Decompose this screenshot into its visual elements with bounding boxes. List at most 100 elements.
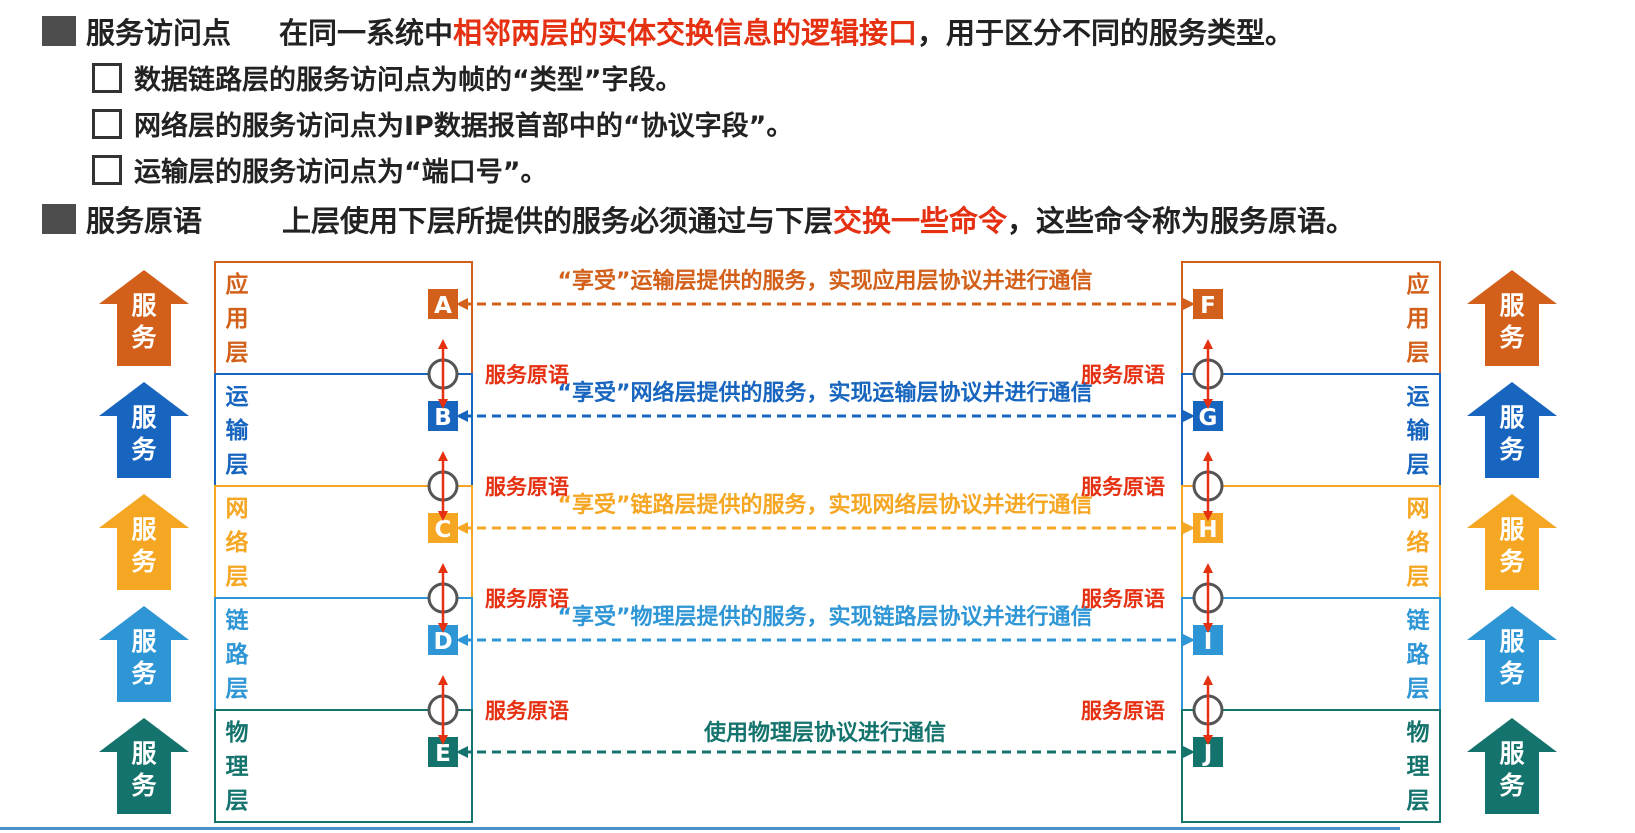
left-layer-name-char: 层 [226,564,249,590]
primitive-label-right: 服务原语 [1081,587,1165,611]
service-arrow-label: 务 [131,547,156,576]
primitive-label-right: 服务原语 [1081,363,1165,387]
sub-item-text: 网络层的服务访问点为IP数据报首部中的“协议字段”。 [134,111,794,142]
left-layer-name-char: 路 [226,641,250,668]
service-arrow-label: 服 [1499,515,1525,544]
primitive-desc-highlight: 交换一些命令 [833,204,1008,238]
left-layer-name-char: 层 [226,452,249,478]
service-arrow-right-icon [1467,718,1557,814]
service-arrow-right-icon [1467,382,1557,478]
right-layer-name-char: 运 [1407,384,1430,410]
right-layer-box [1181,261,1441,375]
service-arrow-label: 务 [1499,771,1524,800]
right-layer-name-char: 理 [1407,754,1430,780]
right-entity-label: I [1204,629,1213,655]
right-entity-label: G [1199,405,1218,431]
service-arrow-label: 务 [131,323,156,352]
service-arrow-label: 服 [1499,627,1525,656]
primitive-definition: 服务原语 上层使用下层所提供的服务必须通过与下层交换一些命令，这些命令称为服务原… [42,198,1355,240]
peer-message: “享受”链路层提供的服务，实现网络层协议并进行通信 [558,492,1093,518]
service-arrow-left-icon [99,606,189,702]
right-layer-name-char: 络 [1407,529,1430,556]
service-arrow-right-icon [1467,270,1557,366]
service-arrow-label: 服 [1499,291,1525,320]
right-layer-name-char: 网 [1407,496,1430,522]
right-layer-box [1181,709,1441,823]
service-arrow-left-icon [99,270,189,366]
left-layer-name-char: 物 [226,719,249,746]
service-arrow-label: 务 [131,659,156,688]
service-arrow-label: 务 [131,435,156,464]
right-entity-node [1193,289,1223,319]
left-entity-label: B [434,405,452,431]
primitive-label-left: 服务原语 [485,587,569,611]
service-arrow-left-icon [99,718,189,814]
right-layer-name-char: 用 [1407,306,1430,332]
sap-desc-after: ，用于区分不同的服务类型。 [917,16,1295,50]
sub-item: 网络层的服务访问点为IP数据报首部中的“协议字段”。 [92,104,793,143]
service-arrow-label: 服 [131,739,157,768]
bullet-square-icon [42,204,76,234]
right-layer-box [1181,485,1441,599]
left-entity-label: C [435,517,452,543]
left-layer-name-char: 输 [226,417,250,444]
right-layer-name-char: 层 [1407,564,1430,590]
primitive-label-left: 服务原语 [485,699,569,723]
left-layer-name-char: 网 [226,496,249,522]
service-arrow-label: 务 [1499,323,1524,352]
right-layer-name-char: 层 [1407,340,1430,366]
primitive-label-left: 服务原语 [485,363,569,387]
sap-desc-highlight: 相邻两层的实体交换信息的逻辑接口 [453,16,918,50]
right-layer-name-char: 应 [1407,271,1430,298]
left-layer-name-char: 链 [226,607,249,634]
left-layer-name-char: 层 [226,676,249,702]
right-entity-label: J [1202,741,1213,767]
service-arrow-label: 服 [131,515,157,544]
service-arrow-right-icon [1467,606,1557,702]
service-arrow-right-icon [1467,494,1557,590]
sap-term: 服务访问点 [86,16,232,50]
sap-desc-before: 在同一系统中 [279,16,454,50]
left-layer-name-char: 应 [226,271,249,298]
peer-message: 使用物理层协议进行通信 [703,720,946,746]
peer-message: “享受”物理层提供的服务，实现链路层协议并进行通信 [558,604,1093,630]
service-arrow-label: 服 [131,627,157,656]
left-layer-name-char: 层 [226,788,249,814]
right-layer-name-char: 路 [1407,641,1431,668]
left-layer-name-char: 用 [226,306,249,332]
sub-item-text: 运输层的服务访问点为“端口号”。 [134,157,548,188]
service-arrow-left-icon [99,494,189,590]
service-arrow-label: 务 [1499,659,1524,688]
service-arrow-label: 服 [1499,403,1525,432]
left-entity-label: E [435,741,451,767]
left-layer-name-char: 络 [226,529,249,556]
sub-item-text: 数据链路层的服务访问点为帧的“类型”字段。 [134,65,683,96]
right-layer-name-char: 链 [1407,607,1430,634]
checkbox-square-icon [92,154,122,185]
right-entity-label: H [1198,517,1217,543]
service-arrow-label: 服 [131,291,157,320]
right-layer-name-char: 物 [1407,719,1430,746]
primitive-label-right: 服务原语 [1081,699,1165,723]
left-entity-label: D [433,629,452,655]
service-arrow-label: 服 [1499,739,1525,768]
sap-definition: 服务访问点 在同一系统中相邻两层的实体交换信息的逻辑接口，用于区分不同的服务类型… [42,10,1294,52]
primitive-desc-after: ，这些命令称为服务原语。 [1007,204,1356,238]
primitive-desc-before: 上层使用下层所提供的服务必须通过与下层 [282,204,834,238]
service-arrow-label: 务 [1499,435,1524,464]
left-entity-label: A [434,293,452,319]
right-layer-name-char: 层 [1407,788,1430,814]
peer-message: “享受”网络层提供的服务，实现运输层协议并进行通信 [558,380,1093,406]
left-layer-name-char: 理 [226,754,249,780]
left-layer-name-char: 层 [226,340,249,366]
primitive-label-left: 服务原语 [485,475,569,499]
service-arrow-label: 务 [131,771,156,800]
service-arrow-label: 务 [1499,547,1524,576]
right-layer-name-char: 层 [1407,452,1430,478]
bullet-square-icon [42,16,76,46]
peer-message: “享受”运输层提供的服务，实现应用层协议并进行通信 [558,268,1093,294]
sub-item: 数据链路层的服务访问点为帧的“类型”字段。 [92,58,683,97]
right-layer-box [1181,597,1441,711]
right-layer-box [1181,373,1441,487]
